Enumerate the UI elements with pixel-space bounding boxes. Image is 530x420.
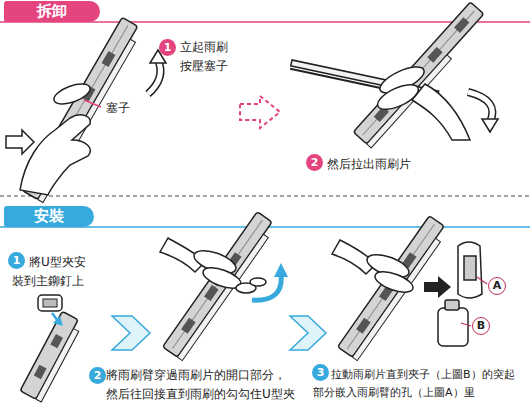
motion-arrow [274,263,288,277]
wiper-arm [454,17,469,33]
callout-number: 1 [8,252,25,269]
motion-arrow [424,276,451,298]
step-text: 將U型夾安 裝到主鉚釘上 [12,253,102,291]
hand [412,84,470,140]
step-text: 然后拉出雨刷片 [327,155,411,174]
hand [374,80,421,115]
callout-number: 1 [159,39,176,56]
header-text: 拆卸 [37,1,67,22]
motion-arrow [148,60,160,94]
callout-number: 2 [306,154,323,171]
hand [160,238,244,292]
wiper-arm [427,47,442,63]
step-text: 拉動雨刷片直到夾子（上圖B）的突起 部分嵌入雨刷臂的孔（上圖A）里 [313,366,525,401]
motion-arrow [252,263,288,300]
motion-arrow [148,60,160,94]
motion-arrow [252,274,281,300]
step-arrow [112,316,150,350]
step-text: 立起雨刷 按壓塞子 [180,38,242,76]
motion-arrow [468,92,492,122]
part-label: 塞子 [104,99,132,118]
wiper-arm [356,318,371,334]
callout-text: B [477,318,485,333]
motion-arrow [52,313,63,326]
part-callout: A [488,277,506,295]
step-text: 將雨刷臂穿過雨刷片的開口部分， 然后往回接直到雨刷的勾勾住U型夾 [106,366,310,404]
clip-part [458,242,482,298]
clip-part [438,300,468,346]
clip-part [464,256,476,280]
wiper-arm [163,212,272,357]
clip-part [438,308,468,346]
callout-number: 3 [312,364,329,381]
leader-line [477,277,487,284]
clip-part [458,242,482,298]
hand [332,240,416,296]
wiper-arm [204,285,219,301]
motion-arrow [53,316,63,326]
wiper-arm [181,318,196,334]
motion-arrow [482,119,498,132]
wiper-arm [172,220,262,349]
leader-line [461,323,471,326]
hand [20,115,90,195]
hand [374,62,470,140]
wiper-arm [102,51,116,67]
motion-arrow [468,92,492,122]
clip-part [445,300,459,310]
motion-arrow [148,50,166,94]
callout-text: 1 [164,39,172,56]
callout-text: 2 [94,367,102,384]
hand [51,80,92,108]
motion-arrow [6,130,34,154]
u-clip [43,299,57,307]
step-arrow [290,316,326,350]
wiper-arm [50,334,63,348]
part-callout: B [472,317,490,335]
hand [372,268,415,297]
motion-arrow [468,92,498,132]
separator [0,195,530,197]
u-clip [250,278,266,286]
wiper-arm [20,311,83,402]
header-text: 安裝 [34,206,64,227]
wiper-arm [353,2,483,144]
wiper-arm [34,365,47,379]
callout-text: 2 [311,154,319,171]
wiper-arm [36,329,79,402]
callout-text: 1 [13,252,21,269]
callout-number: 2 [89,367,106,384]
leader-line [84,100,101,107]
callout-text: 3 [317,364,325,381]
section-header: 安裝 [4,206,94,227]
hand [20,80,93,195]
u-clip [236,278,266,293]
u-clip [38,295,62,311]
section-header: 拆卸 [4,1,100,22]
step-arrow [240,96,280,128]
wiper-arm [353,2,488,148]
callout-text: A [493,278,502,293]
wiper-arm [163,212,277,361]
wiper-arm [347,224,434,349]
u-clip [38,295,62,311]
